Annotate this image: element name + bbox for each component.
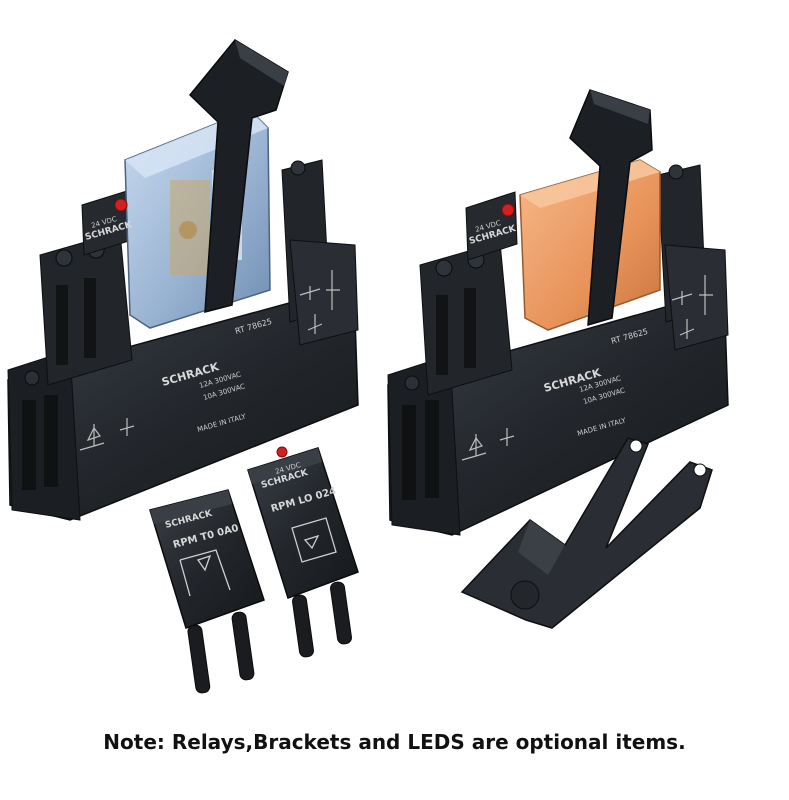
led-module-indicator	[276, 446, 288, 458]
led-left	[114, 198, 128, 212]
retaining-bracket	[460, 437, 713, 629]
caption-note: Note: Relays,Brackets and LEDS are optio…	[103, 730, 686, 754]
relay-socket-left: 24 VDC SCHRACK SCHRACK RT 78625 12A 300V…	[7, 39, 359, 521]
led-module-left: SCHRACK RPM T0 0A0	[149, 489, 265, 694]
relay-socket-right: 24 VDC SCHRACK SCHRACK RT 78625 12A 300V…	[387, 89, 729, 536]
led-right	[501, 203, 515, 217]
product-photo: 24 VDC SCHRACK SCHRACK RT 78625 12A 300V…	[7, 39, 729, 694]
led-module-right: 24 VDC SCHRACK RPM LO 024	[247, 446, 359, 658]
